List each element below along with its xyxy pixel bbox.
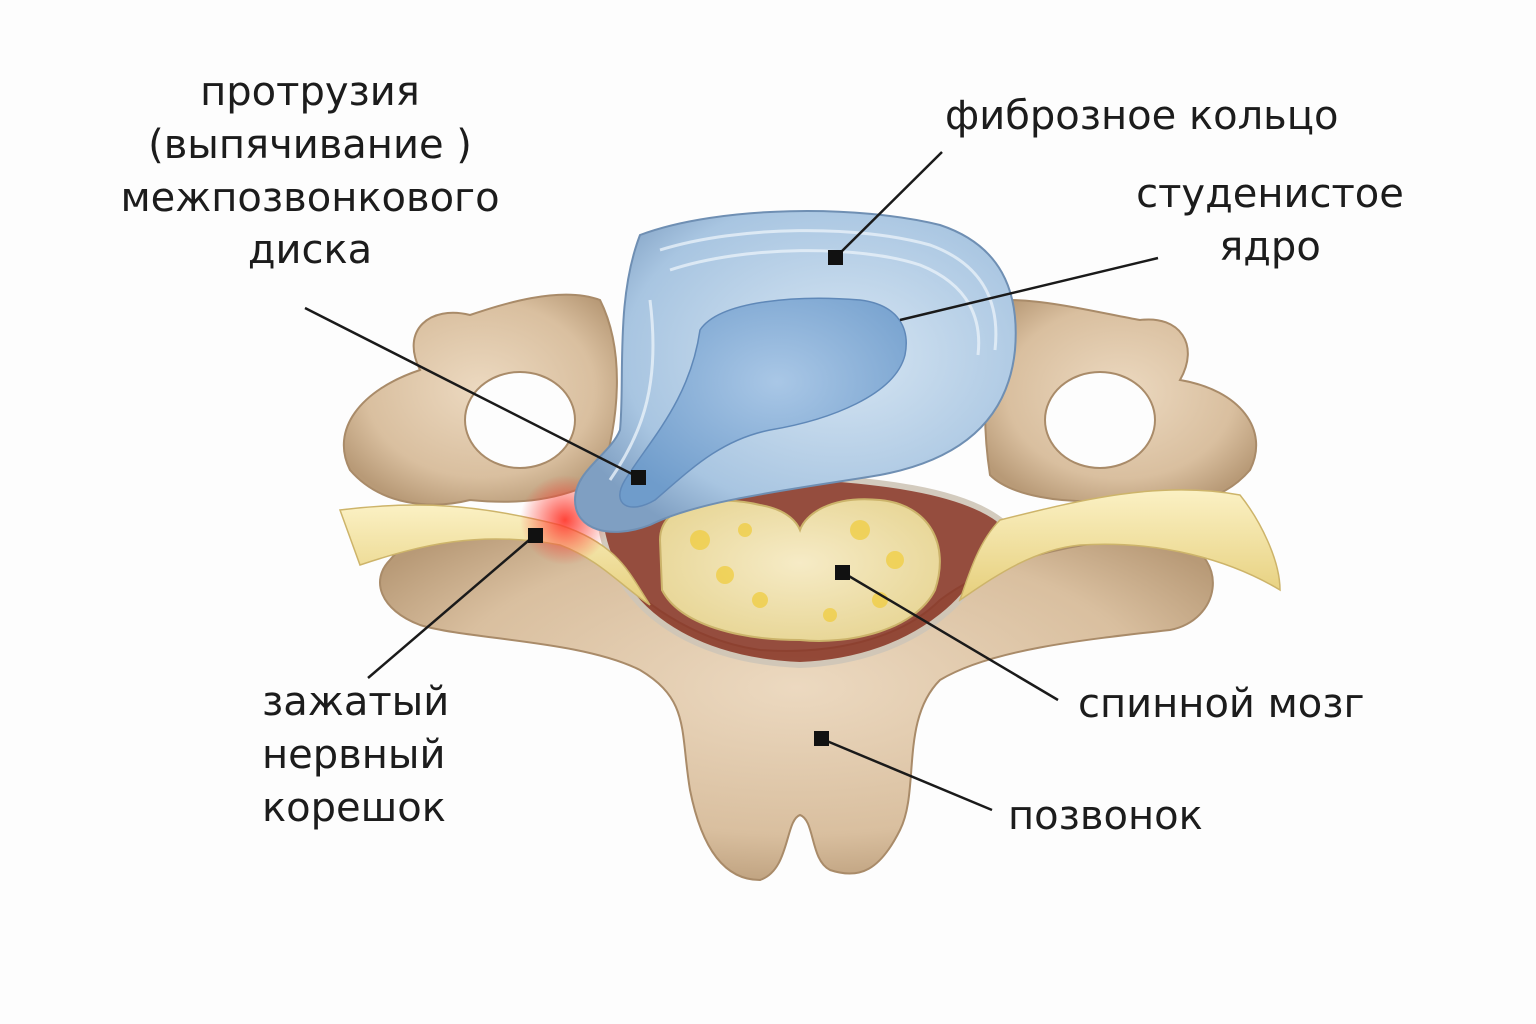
- marker-vertebra: [814, 731, 829, 746]
- label-nucleus-line: ядро: [1219, 223, 1321, 270]
- label-nucleus-line: студенистое: [1136, 171, 1404, 217]
- spinal-cord: [658, 498, 941, 642]
- label-protrusion-line: протрузия: [200, 69, 420, 115]
- right-nerve-root: [958, 489, 1281, 602]
- right-foramen: [1044, 371, 1156, 469]
- leader-cord: [841, 570, 1059, 702]
- marker-cord: [835, 565, 850, 580]
- label-protrusion-line: межпозвонкового: [120, 174, 500, 221]
- leader-root: [367, 534, 536, 679]
- label-vertebra: позвонок: [1008, 790, 1203, 843]
- label-protrusion: протрузия (выпячивание ) межпозвонкового…: [60, 66, 560, 277]
- label-annulus-line: фиброзное кольцо: [945, 93, 1339, 139]
- marker-protrusion: [631, 470, 646, 485]
- marker-root: [528, 528, 543, 543]
- leader-lines: [304, 151, 1159, 812]
- leader-protrusion: [304, 306, 639, 479]
- label-cord-line: спинной мозг: [1078, 681, 1365, 727]
- leader-annulus: [835, 151, 943, 258]
- label-root-line: нервный: [262, 731, 446, 778]
- label-nucleus: студенистое ядро: [1100, 168, 1440, 274]
- left-foramen: [464, 371, 576, 469]
- label-cord: спинной мозг: [1078, 678, 1365, 731]
- label-protrusion-line: диска: [247, 227, 373, 274]
- marker-annulus: [828, 250, 843, 265]
- label-root-line: зажатый: [262, 679, 450, 725]
- label-annulus: фиброзное кольцо: [945, 90, 1338, 143]
- leader-markers: [528, 250, 850, 746]
- label-protrusion-line: (выпячивание ): [148, 121, 472, 168]
- label-root-line: корешок: [262, 784, 446, 831]
- label-vertebra-line: позвонок: [1008, 793, 1203, 839]
- leader-vertebra: [821, 737, 993, 812]
- intervertebral-disc: [573, 210, 1017, 533]
- label-root: зажатый нервный корешок: [262, 676, 449, 834]
- leader-nucleus: [899, 256, 1159, 322]
